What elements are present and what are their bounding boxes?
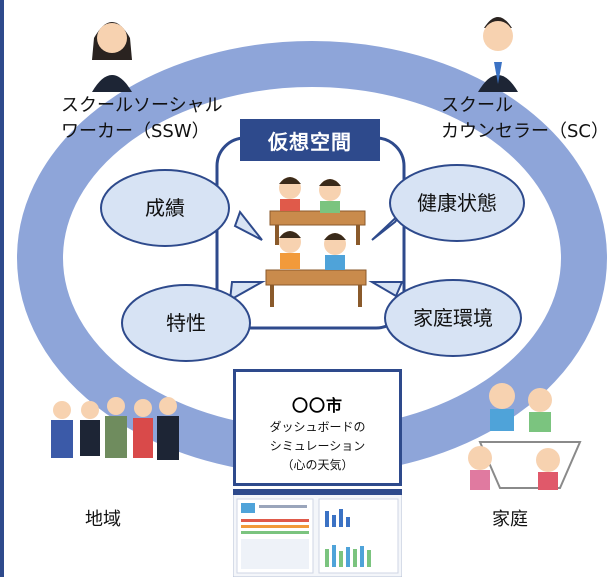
ssw-label-line1: スクールソーシャル [61, 95, 223, 116]
sc-label-line2: カウンセラー（SC） [441, 121, 609, 142]
bubble-grades [100, 169, 263, 247]
sc-label: スクール カウンセラー（SC） [441, 93, 609, 145]
ssw-label-line2: ワーカー（SSW） [61, 121, 210, 142]
sc-label-line1: スクール [441, 95, 513, 116]
bubble-label-traits: 特性 [166, 311, 206, 335]
bubble-health [371, 164, 525, 242]
ssw-label: スクールソーシャル ワーカー（SSW） [61, 93, 223, 145]
community-people-icon [51, 397, 179, 460]
dashboard-desc-line3: （心の天気） [281, 458, 354, 472]
community-label: 地域 [85, 509, 121, 530]
virtual-space-title: 仮想空間 [240, 119, 380, 161]
dashboard-desc-line2: シミュレーション [269, 439, 366, 453]
bubble-label-grades: 成績 [145, 196, 185, 220]
family-illustration [468, 383, 582, 490]
classroom-illustration [265, 177, 367, 307]
dashboard-box: 〇〇市 ダッシュボードの シミュレーション （心の天気） [233, 369, 402, 486]
ssw-person-icon [92, 22, 132, 92]
sc-person-icon [478, 17, 518, 92]
bubble-label-home: 家庭環境 [413, 306, 493, 330]
dashboard-screenshot [233, 489, 402, 577]
left-accent-bar [0, 0, 4, 577]
dashboard-description: ダッシュボードの シミュレーション （心の天気） [236, 418, 399, 475]
dashboard-city: 〇〇市 [291, 396, 343, 415]
bubble-home [368, 279, 522, 357]
bubble-traits [121, 281, 266, 362]
bubble-label-health: 健康状態 [417, 191, 497, 215]
virtual-space-panel [215, 136, 406, 330]
family-label: 家庭 [492, 509, 528, 530]
dashboard-desc-line1: ダッシュボードの [269, 420, 366, 434]
